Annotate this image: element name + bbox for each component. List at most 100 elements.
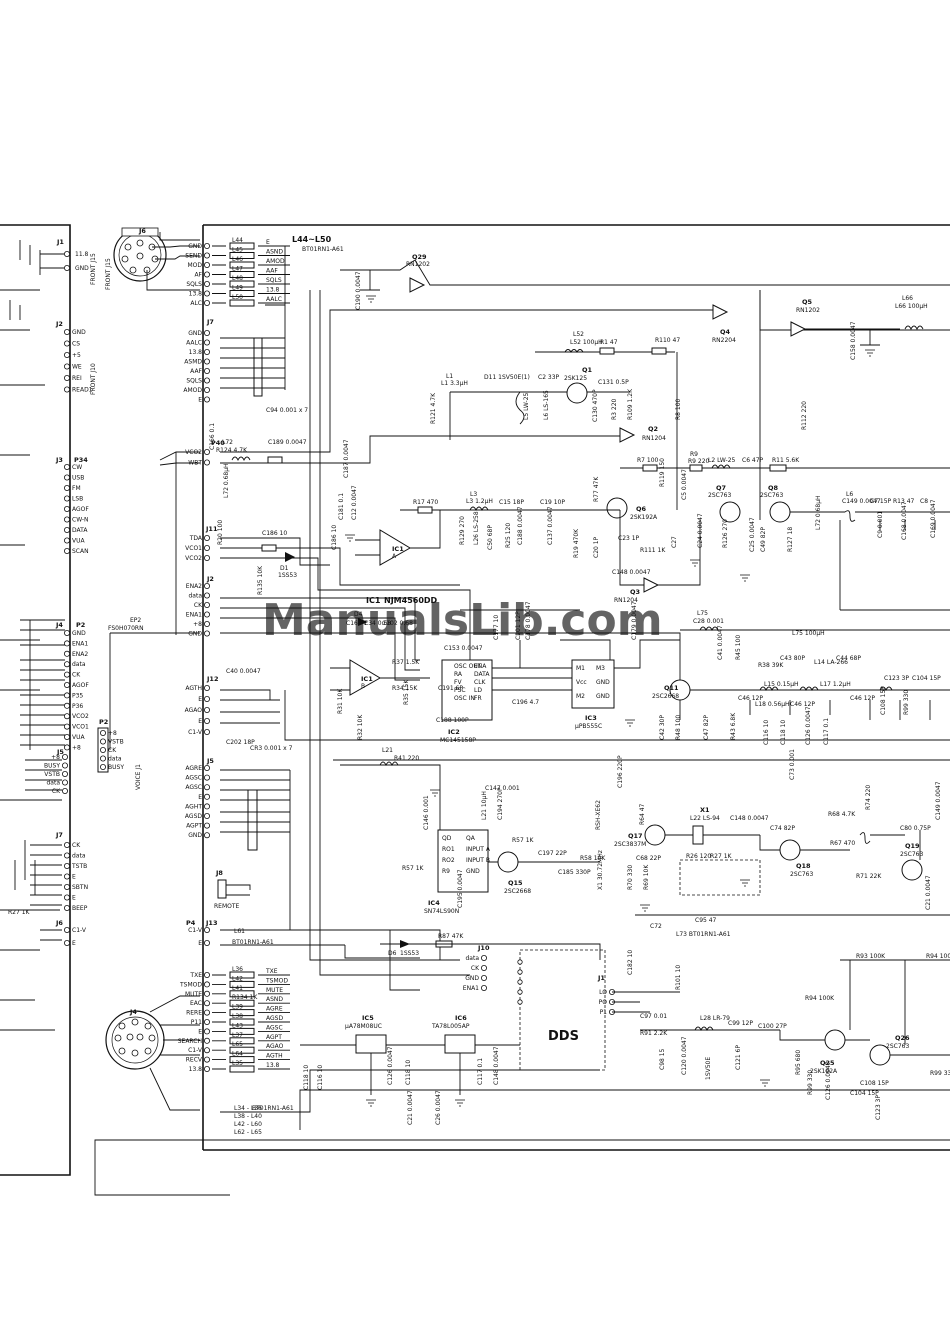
ic1a-ref: IC1 [392, 545, 404, 553]
j4-main-pin [203, 981, 210, 988]
c189-label: C166 0.1 [209, 423, 216, 450]
j2-left-pin [64, 351, 71, 358]
ic2-pin-label: ENA [474, 663, 487, 670]
c182-label: C117 0.1 [477, 1058, 484, 1085]
inductor [229, 290, 255, 297]
l2-label: L2 LW-25 [708, 457, 736, 464]
j3-pin [64, 537, 71, 544]
q7-ref: Q7 [716, 484, 726, 492]
j2-main-pin [203, 621, 210, 628]
ic1b-ref: IC1 [361, 675, 373, 683]
c183-label: C148 0.0047 [493, 1046, 500, 1085]
ic6-ref: IC6 [455, 1014, 467, 1022]
r43-label: C47 82P [703, 715, 710, 740]
j5-main-pin [203, 765, 210, 772]
j6-main-pin [203, 271, 210, 278]
j13-ref: J13 [205, 919, 217, 927]
din-connector-j6: J6 FRONT J15 [105, 227, 200, 291]
c94-array [253, 337, 263, 397]
ic4-pin-label: GND [466, 868, 480, 875]
dds-pin [517, 999, 523, 1005]
c179-label: C178 0.0047 [525, 601, 532, 640]
r126-label: C108 15P [880, 686, 887, 715]
j4-pin [64, 640, 71, 647]
j5-main-pin-label: AGPT [186, 823, 202, 830]
c20-label: C20 1P [593, 536, 600, 558]
r87-label: R87 47K [438, 933, 464, 940]
inductor [229, 999, 255, 1007]
r13-label: R13 47 [893, 498, 915, 505]
j4-main-pin-label: RECV [186, 1057, 203, 1064]
j7-main-pin [203, 377, 210, 384]
inductor [229, 1046, 255, 1054]
j4-main-pin-label: EAC [190, 1000, 202, 1007]
d1-part: 1SS53 [278, 572, 297, 579]
voice-p2-pin [100, 738, 107, 745]
j10-pin [480, 985, 487, 992]
r99-label: C123 3P [875, 1095, 882, 1120]
j10-pin-label: GND [465, 975, 479, 982]
j1-dds-pin-label: PO [599, 999, 608, 1006]
inductor-ref: L42 [232, 975, 243, 982]
ic3-pin-label: M2 [576, 693, 585, 700]
j13-pin [203, 927, 210, 934]
voice-p2-pin-label: CK [108, 747, 117, 754]
ic2-pin-label: FV [454, 679, 462, 686]
c28-label: C196 4.7 [512, 699, 539, 706]
l23-label: C148 0.0047 [730, 815, 769, 822]
q26-ref: Q26 [895, 1034, 910, 1042]
c99-label: C99 12P [728, 1020, 753, 1027]
j2-main-pin [203, 592, 210, 599]
ic4-pin-label: INPUT A [466, 846, 491, 853]
l21-ref: L21 [382, 747, 393, 754]
r35-label: R34 15K [392, 685, 418, 692]
j2-left-pin-label: +5 [72, 352, 81, 359]
j6-left-ref: J6 [55, 919, 63, 927]
r129-label: R99 330 [903, 690, 910, 715]
ic2-pin-label: OSC IN [454, 695, 475, 702]
watermark-text: ManualsLib.com [262, 595, 663, 646]
j4-pin [64, 713, 71, 720]
dds-pin [517, 959, 523, 965]
inductor-ref: L37 [232, 1032, 243, 1039]
c158-label: C158 0.0047 [850, 321, 857, 360]
q17-symbol [644, 824, 666, 846]
r112-label: R112 220 [801, 401, 808, 430]
r21-label: R126 270 [722, 519, 729, 548]
c191-label: C153 0.0047 [444, 645, 483, 652]
inductor-ref: L36 [232, 966, 243, 973]
q29-part: RN1202 [406, 261, 430, 268]
ic1a-unit: A [392, 553, 397, 560]
r74-label: C73 0.001 [789, 749, 796, 780]
q18-ref: Q18 [796, 862, 811, 870]
ic2-pin-label: FR [474, 695, 482, 702]
dds-pin [517, 969, 523, 975]
j3-pin [64, 527, 71, 534]
j4-main-pin-label: E [198, 1028, 202, 1035]
c102-label: C34 0.68 [364, 620, 391, 627]
front-j15-label: FRONT J15 [90, 253, 97, 285]
j7-left-pin-label: BEEP [72, 905, 88, 912]
j5-left-pin [62, 762, 69, 769]
q18-symbol [779, 839, 801, 861]
c123-label: R99 330 [807, 1070, 814, 1095]
bottom-inductor-note: L42 - L60 [234, 1121, 262, 1128]
q6-symbol [606, 497, 628, 519]
inductor-ref: L64 [232, 1051, 243, 1058]
c195-label: L21 10µH [481, 791, 488, 820]
j10-pin [480, 965, 487, 972]
ic4-pin-label: QA [466, 835, 476, 842]
j6-left-pin [64, 940, 71, 947]
ic1-label: IC1 [366, 596, 381, 605]
inductor [229, 1056, 255, 1064]
r58-label: R57 1K [512, 837, 535, 844]
j4-pin-label: P35 [72, 692, 83, 699]
l20-label: C117 0.1 [823, 718, 830, 745]
j6-main-pin [203, 299, 210, 306]
j5-main-pin-label: E [198, 794, 202, 801]
j5-main-pin [203, 822, 210, 829]
r76-label: C80 0.75P [900, 825, 931, 832]
j3-pin [64, 495, 71, 502]
voice-p2-pin [100, 755, 107, 762]
j7-left-pin [64, 884, 71, 891]
